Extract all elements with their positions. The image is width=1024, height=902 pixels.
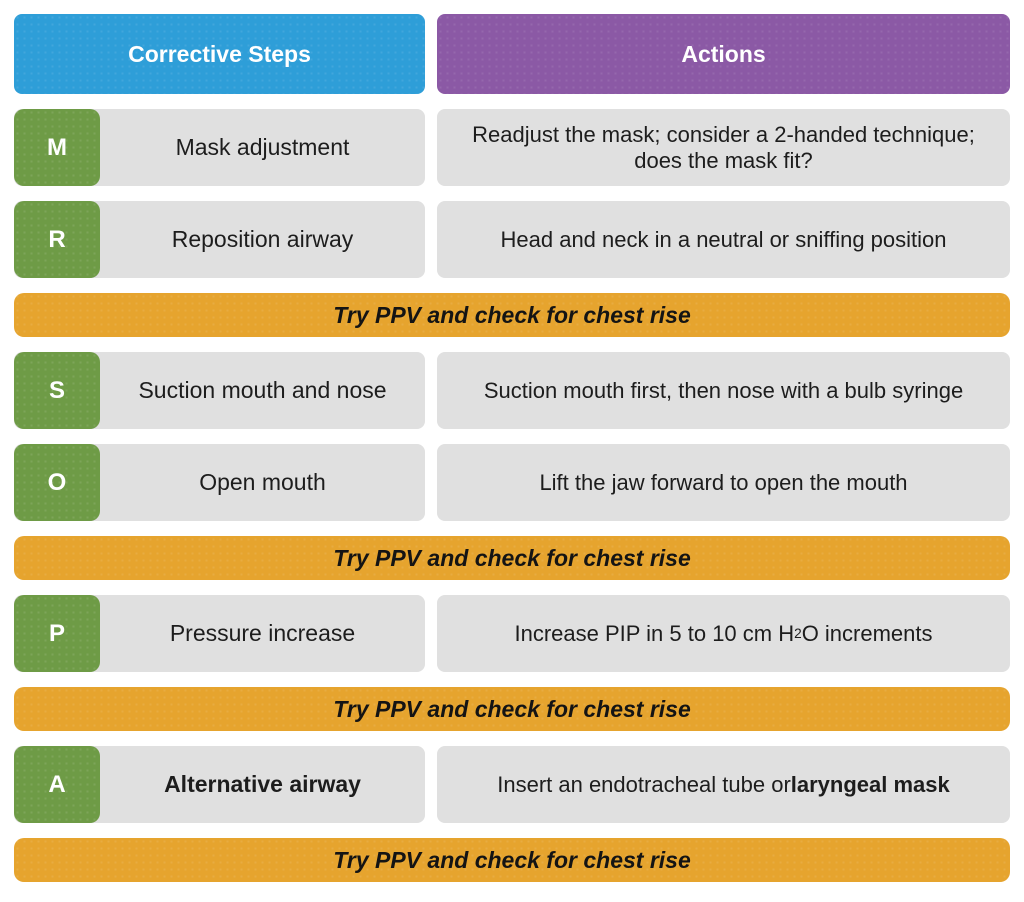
step-label-pressure-increase: Pressure increase: [169, 620, 356, 646]
try-ppv-banner-3: Try PPV and check for chest rise: [14, 687, 1010, 731]
step-cell-m: M Mask adjustment: [14, 109, 425, 186]
letter-badge-a: A: [14, 746, 100, 823]
try-ppv-banner-1: Try PPV and check for chest rise: [14, 293, 1010, 337]
header-row: Corrective Steps Actions: [14, 14, 1010, 94]
step-label-open-mouth: Open mouth: [199, 469, 326, 495]
action-cell-s: Suction mouth first, then nose with a bu…: [437, 352, 1010, 429]
row-open-mouth: O Open mouth Lift the jaw forward to ope…: [14, 444, 1010, 521]
letter-badge-m: M: [14, 109, 100, 186]
step-label-alternative-airway: Alternative airway: [164, 771, 361, 797]
try-ppv-banner-2: Try PPV and check for chest rise: [14, 536, 1010, 580]
row-alternative-airway: A Alternative airway Insert an endotrach…: [14, 746, 1010, 823]
row-suction-mouth-and-nose: S Suction mouth and nose Suction mouth f…: [14, 352, 1010, 429]
row-pressure-increase: P Pressure increase Increase PIP in 5 to…: [14, 595, 1010, 672]
action-text-pre: Insert an endotracheal tube or: [497, 771, 791, 797]
step-cell-a: A Alternative airway: [14, 746, 425, 823]
action-text-bold: laryngeal mask: [790, 771, 950, 797]
step-label-mask-adjustment: Mask adjustment: [175, 134, 350, 160]
step-cell-p: P Pressure increase: [14, 595, 425, 672]
action-text-pre: Increase PIP in 5 to 10 cm H: [514, 620, 795, 646]
corrective-steps-header: Corrective Steps: [14, 14, 425, 94]
action-cell-m: Readjust the mask; consider a 2-handed t…: [437, 109, 1010, 186]
step-cell-r: R Reposition airway: [14, 201, 425, 278]
row-mask-adjustment: M Mask adjustment Readjust the mask; con…: [14, 109, 1010, 186]
action-cell-o: Lift the jaw forward to open the mouth: [437, 444, 1010, 521]
letter-badge-r: R: [14, 201, 100, 278]
step-cell-s: S Suction mouth and nose: [14, 352, 425, 429]
action-cell-a: Insert an endotracheal tube or laryngeal…: [437, 746, 1010, 823]
action-text-post: O increments: [801, 620, 933, 646]
step-label-reposition-airway: Reposition airway: [171, 226, 354, 252]
actions-header: Actions: [437, 14, 1010, 94]
letter-badge-p: P: [14, 595, 100, 672]
try-ppv-banner-4: Try PPV and check for chest rise: [14, 838, 1010, 882]
step-label-suction-mouth-and-nose: Suction mouth and nose: [138, 377, 387, 403]
step-cell-o: O Open mouth: [14, 444, 425, 521]
action-cell-r: Head and neck in a neutral or sniffing p…: [437, 201, 1010, 278]
row-reposition-airway: R Reposition airway Head and neck in a n…: [14, 201, 1010, 278]
letter-badge-s: S: [14, 352, 100, 429]
letter-badge-o: O: [14, 444, 100, 521]
